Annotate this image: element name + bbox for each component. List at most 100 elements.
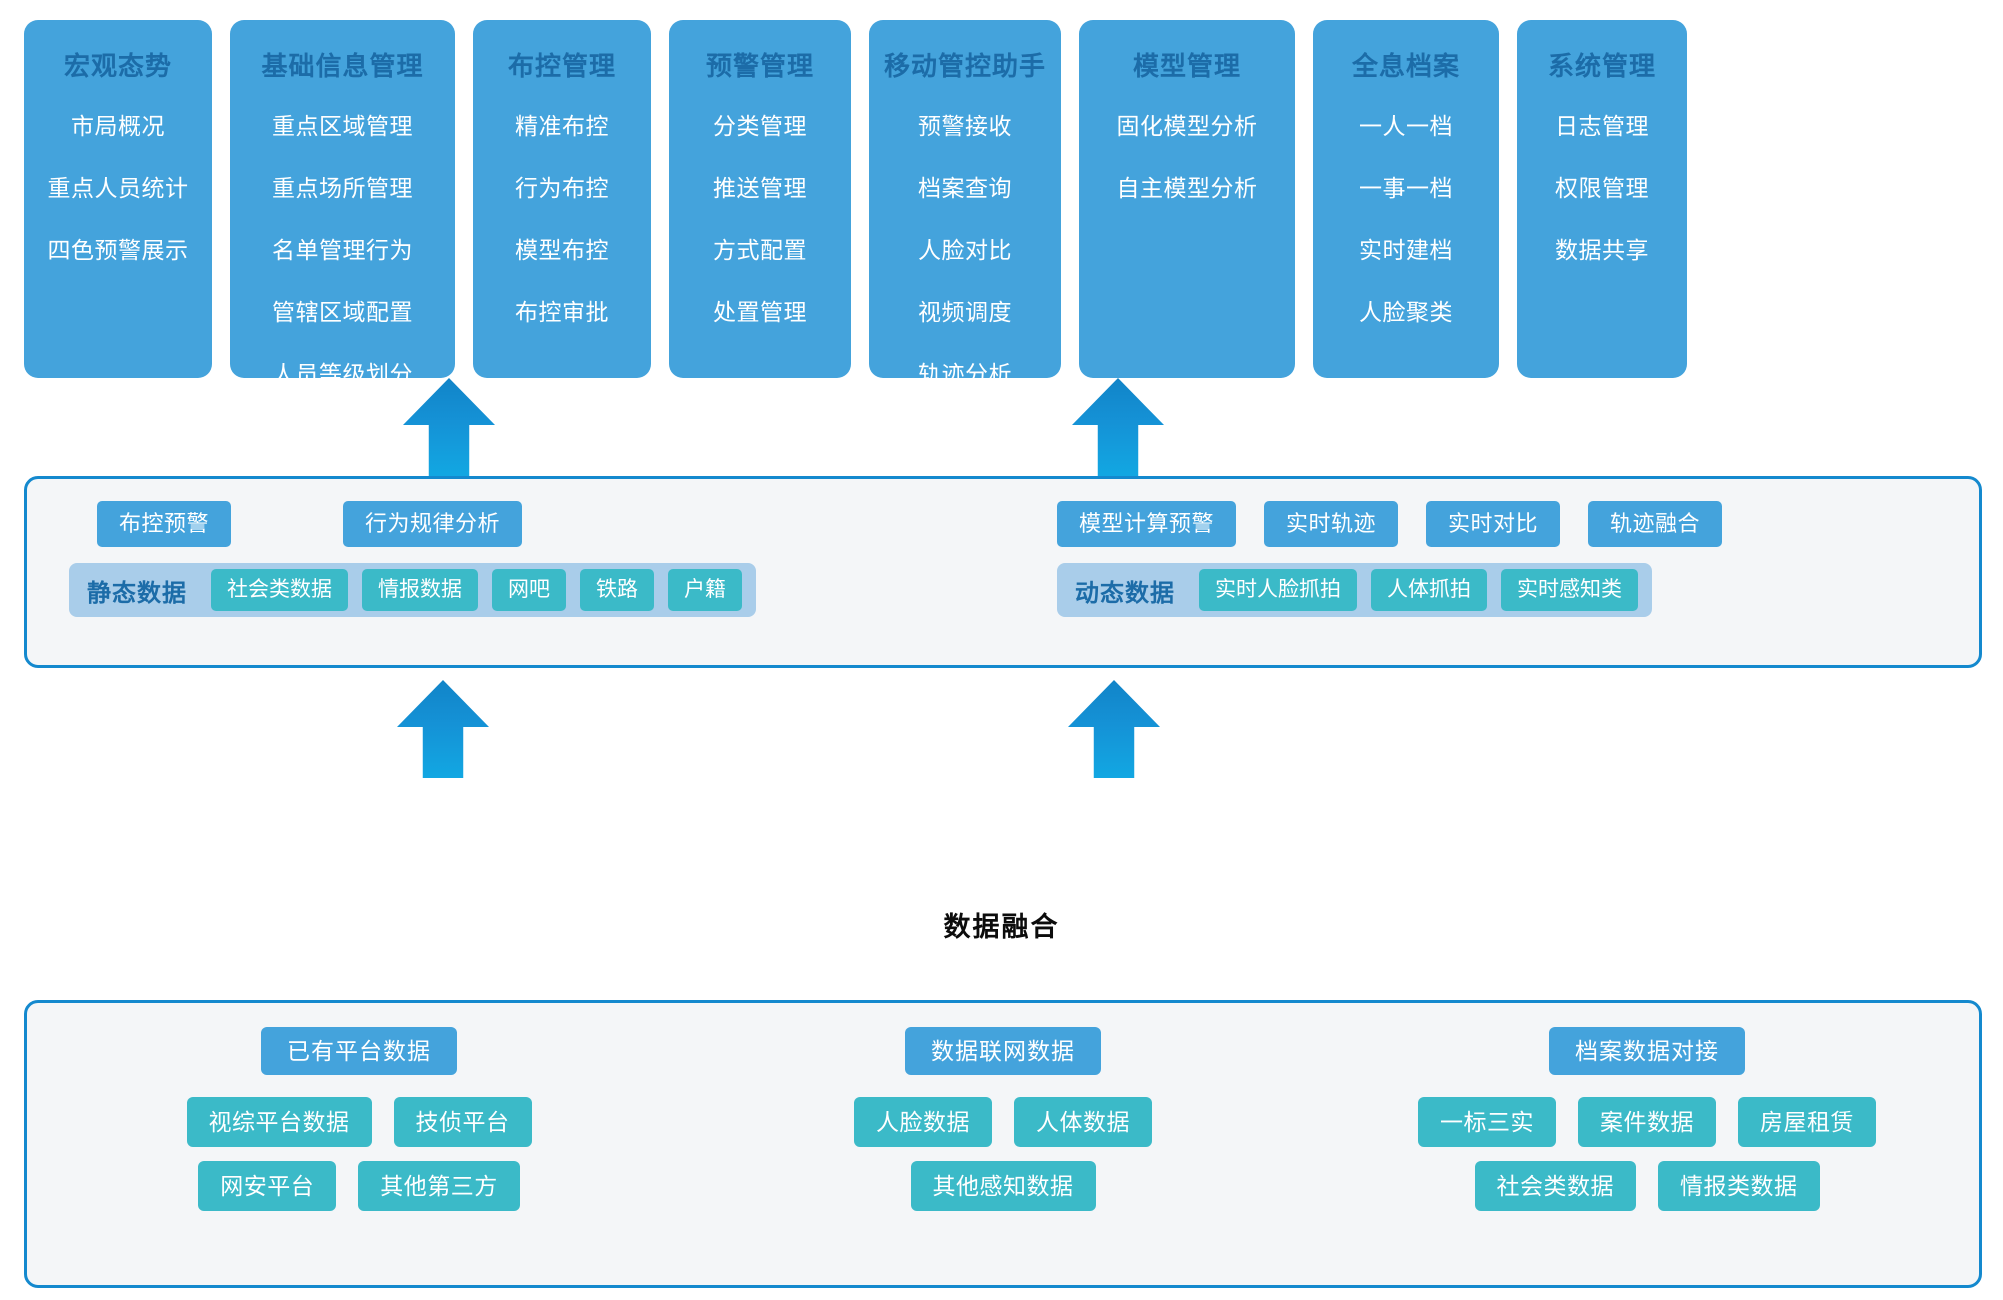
data-source-chip[interactable]: 视综平台数据 [186, 1097, 372, 1147]
capability-chip[interactable]: 布控预警 [97, 501, 232, 547]
module-item[interactable]: 分类管理 [713, 113, 807, 139]
data-capability-panel: 布控预警行为规律分析 静态数据 社会类数据情报数据网吧铁路户籍 模型计算预警实时… [24, 476, 1982, 668]
module-item[interactable]: 重点人员统计 [47, 175, 189, 201]
data-type-chip[interactable]: 实时感知类 [1501, 569, 1638, 611]
capability-chip[interactable]: 轨迹融合 [1588, 501, 1723, 547]
module-card[interactable]: 布控管理精准布控行为布控模型布控布控审批 [473, 20, 651, 378]
data-sources-panel: 已有平台数据视综平台数据技侦平台网安平台其他第三方数据联网数据人脸数据人体数据其… [24, 1000, 1982, 1288]
module-item[interactable]: 自主模型分析 [1116, 175, 1258, 201]
data-source-group-header[interactable]: 数据联网数据 [905, 1027, 1101, 1075]
module-title: 全息档案 [1351, 51, 1460, 81]
capability-chip[interactable]: 实时轨迹 [1264, 501, 1399, 547]
data-source-chip[interactable]: 人脸数据 [854, 1097, 992, 1147]
data-source-chip[interactable]: 其他感知数据 [910, 1161, 1096, 1211]
data-source-row: 一标三实案件数据房屋租赁 [1325, 1097, 1969, 1147]
module-item[interactable]: 推送管理 [713, 175, 807, 201]
module-item[interactable]: 四色预警展示 [47, 237, 189, 263]
data-source-chip[interactable]: 技侦平台 [393, 1097, 532, 1147]
data-type-chip[interactable]: 社会类数据 [211, 569, 348, 611]
data-source-row: 网安平台其他第三方 [37, 1161, 681, 1211]
data-source-chip[interactable]: 情报类数据 [1658, 1161, 1820, 1211]
module-item[interactable]: 预警接收 [918, 113, 1012, 139]
module-item[interactable]: 实时建档 [1359, 237, 1453, 263]
module-item-list: 预警接收档案查询人脸对比视频调度轨迹分析 [879, 93, 1051, 403]
module-item[interactable]: 视频调度 [918, 299, 1012, 325]
module-item[interactable]: 名单管理行为 [272, 237, 413, 263]
dynamic-data-chips: 实时人脸抓拍人体抓拍实时感知类 [1199, 569, 1638, 611]
module-item[interactable]: 行为布控 [515, 175, 609, 201]
module-card[interactable]: 全息档案一人一档一事一档实时建档人脸聚类 [1313, 20, 1499, 378]
module-item[interactable]: 一人一档 [1359, 113, 1453, 139]
module-item[interactable]: 模型布控 [515, 237, 609, 263]
data-source-chip[interactable]: 房屋租赁 [1738, 1097, 1876, 1147]
capability-chip[interactable]: 实时对比 [1426, 501, 1561, 547]
module-card[interactable]: 系统管理日志管理权限管理数据共享 [1517, 20, 1687, 378]
module-item-list: 重点区域管理重点场所管理名单管理行为管辖区域配置人员等级划分 [240, 93, 445, 403]
module-card[interactable]: 基础信息管理重点区域管理重点场所管理名单管理行为管辖区域配置人员等级划分 [230, 20, 455, 387]
capability-chip[interactable]: 行为规律分析 [343, 501, 523, 547]
data-source-group-header[interactable]: 档案数据对接 [1549, 1027, 1745, 1075]
static-data-section: 布控预警 行为规律分析 静态数据 社会类数据情报数据网吧铁路户籍 [39, 479, 989, 665]
data-source-chip[interactable]: 其他第三方 [358, 1161, 520, 1211]
module-item[interactable]: 人脸对比 [918, 237, 1012, 263]
dynamic-data-band: 动态数据 实时人脸抓拍人体抓拍实时感知类 [1057, 563, 1652, 617]
module-item[interactable]: 档案查询 [918, 175, 1012, 201]
data-source-group: 数据联网数据人脸数据人体数据其他感知数据 [681, 1027, 1325, 1261]
module-item[interactable]: 一事一档 [1359, 175, 1453, 201]
data-source-chip[interactable]: 一标三实 [1418, 1097, 1556, 1147]
data-type-chip[interactable]: 铁路 [580, 569, 654, 611]
arrow-sources-right [1068, 680, 1160, 778]
data-source-group: 档案数据对接一标三实案件数据房屋租赁社会类数据情报类数据 [1325, 1027, 1969, 1261]
module-item[interactable]: 管辖区域配置 [272, 299, 413, 325]
data-type-chip[interactable]: 情报数据 [362, 569, 478, 611]
module-title: 基础信息管理 [261, 51, 424, 81]
module-item[interactable]: 市局概况 [71, 113, 165, 139]
data-type-chip[interactable]: 人体抓拍 [1371, 569, 1487, 611]
module-item[interactable]: 重点场所管理 [272, 175, 413, 201]
data-source-chip[interactable]: 网安平台 [198, 1161, 337, 1211]
capability-chip[interactable]: 模型计算预警 [1057, 501, 1237, 547]
arrow-modules-right [1072, 378, 1164, 476]
module-item[interactable]: 布控审批 [515, 299, 609, 325]
module-item[interactable]: 精准布控 [515, 113, 609, 139]
module-item-list: 市局概况重点人员统计四色预警展示 [34, 93, 202, 279]
data-source-chip[interactable]: 人体数据 [1014, 1097, 1152, 1147]
module-title: 模型管理 [1132, 51, 1241, 81]
data-fusion-label: 数据融合 [943, 912, 1060, 942]
data-source-group-header[interactable]: 已有平台数据 [261, 1027, 457, 1075]
module-item-list: 精准布控行为布控模型布控布控审批 [483, 93, 641, 341]
module-card[interactable]: 模型管理固化模型分析自主模型分析 [1079, 20, 1295, 378]
dynamic-capability-chips: 模型计算预警实时轨迹实时对比轨迹融合 [1057, 501, 1937, 547]
module-item-list: 分类管理推送管理方式配置处置管理 [679, 93, 841, 341]
module-item[interactable]: 重点区域管理 [272, 113, 413, 139]
module-item[interactable]: 轨迹分析 [918, 361, 1012, 387]
data-source-row: 人脸数据人体数据 [681, 1097, 1325, 1147]
module-title: 移动管控助手 [883, 51, 1046, 81]
dynamic-data-section: 模型计算预警实时轨迹实时对比轨迹融合 动态数据 实时人脸抓拍人体抓拍实时感知类 [1027, 479, 1967, 665]
arrow-sources-left [397, 680, 489, 778]
module-item[interactable]: 权限管理 [1555, 175, 1649, 201]
data-type-chip[interactable]: 实时人脸抓拍 [1199, 569, 1357, 611]
module-card[interactable]: 移动管控助手预警接收档案查询人脸对比视频调度轨迹分析 [869, 20, 1061, 387]
data-source-rows: 视综平台数据技侦平台网安平台其他第三方 [37, 1097, 681, 1225]
module-item[interactable]: 人员等级划分 [272, 361, 413, 387]
module-card[interactable]: 宏观态势市局概况重点人员统计四色预警展示 [24, 20, 212, 378]
data-type-chip[interactable]: 网吧 [492, 569, 566, 611]
data-source-row: 视综平台数据技侦平台 [37, 1097, 681, 1147]
dynamic-data-label: 动态数据 [1075, 579, 1175, 607]
module-item[interactable]: 方式配置 [713, 237, 807, 263]
module-item[interactable]: 人脸聚类 [1359, 299, 1453, 325]
data-source-chip[interactable]: 社会类数据 [1474, 1161, 1636, 1211]
data-source-row: 其他感知数据 [681, 1161, 1325, 1211]
static-data-label: 静态数据 [87, 579, 187, 607]
module-item[interactable]: 数据共享 [1555, 237, 1649, 263]
data-source-chip[interactable]: 案件数据 [1578, 1097, 1716, 1147]
data-source-groups: 已有平台数据视综平台数据技侦平台网安平台其他第三方数据联网数据人脸数据人体数据其… [27, 1003, 1979, 1285]
data-type-chip[interactable]: 户籍 [668, 569, 742, 611]
module-item[interactable]: 处置管理 [713, 299, 807, 325]
data-source-row: 社会类数据情报类数据 [1325, 1161, 1969, 1211]
module-item[interactable]: 日志管理 [1555, 113, 1649, 139]
module-item[interactable]: 固化模型分析 [1116, 113, 1258, 139]
module-card[interactable]: 预警管理分类管理推送管理方式配置处置管理 [669, 20, 851, 378]
